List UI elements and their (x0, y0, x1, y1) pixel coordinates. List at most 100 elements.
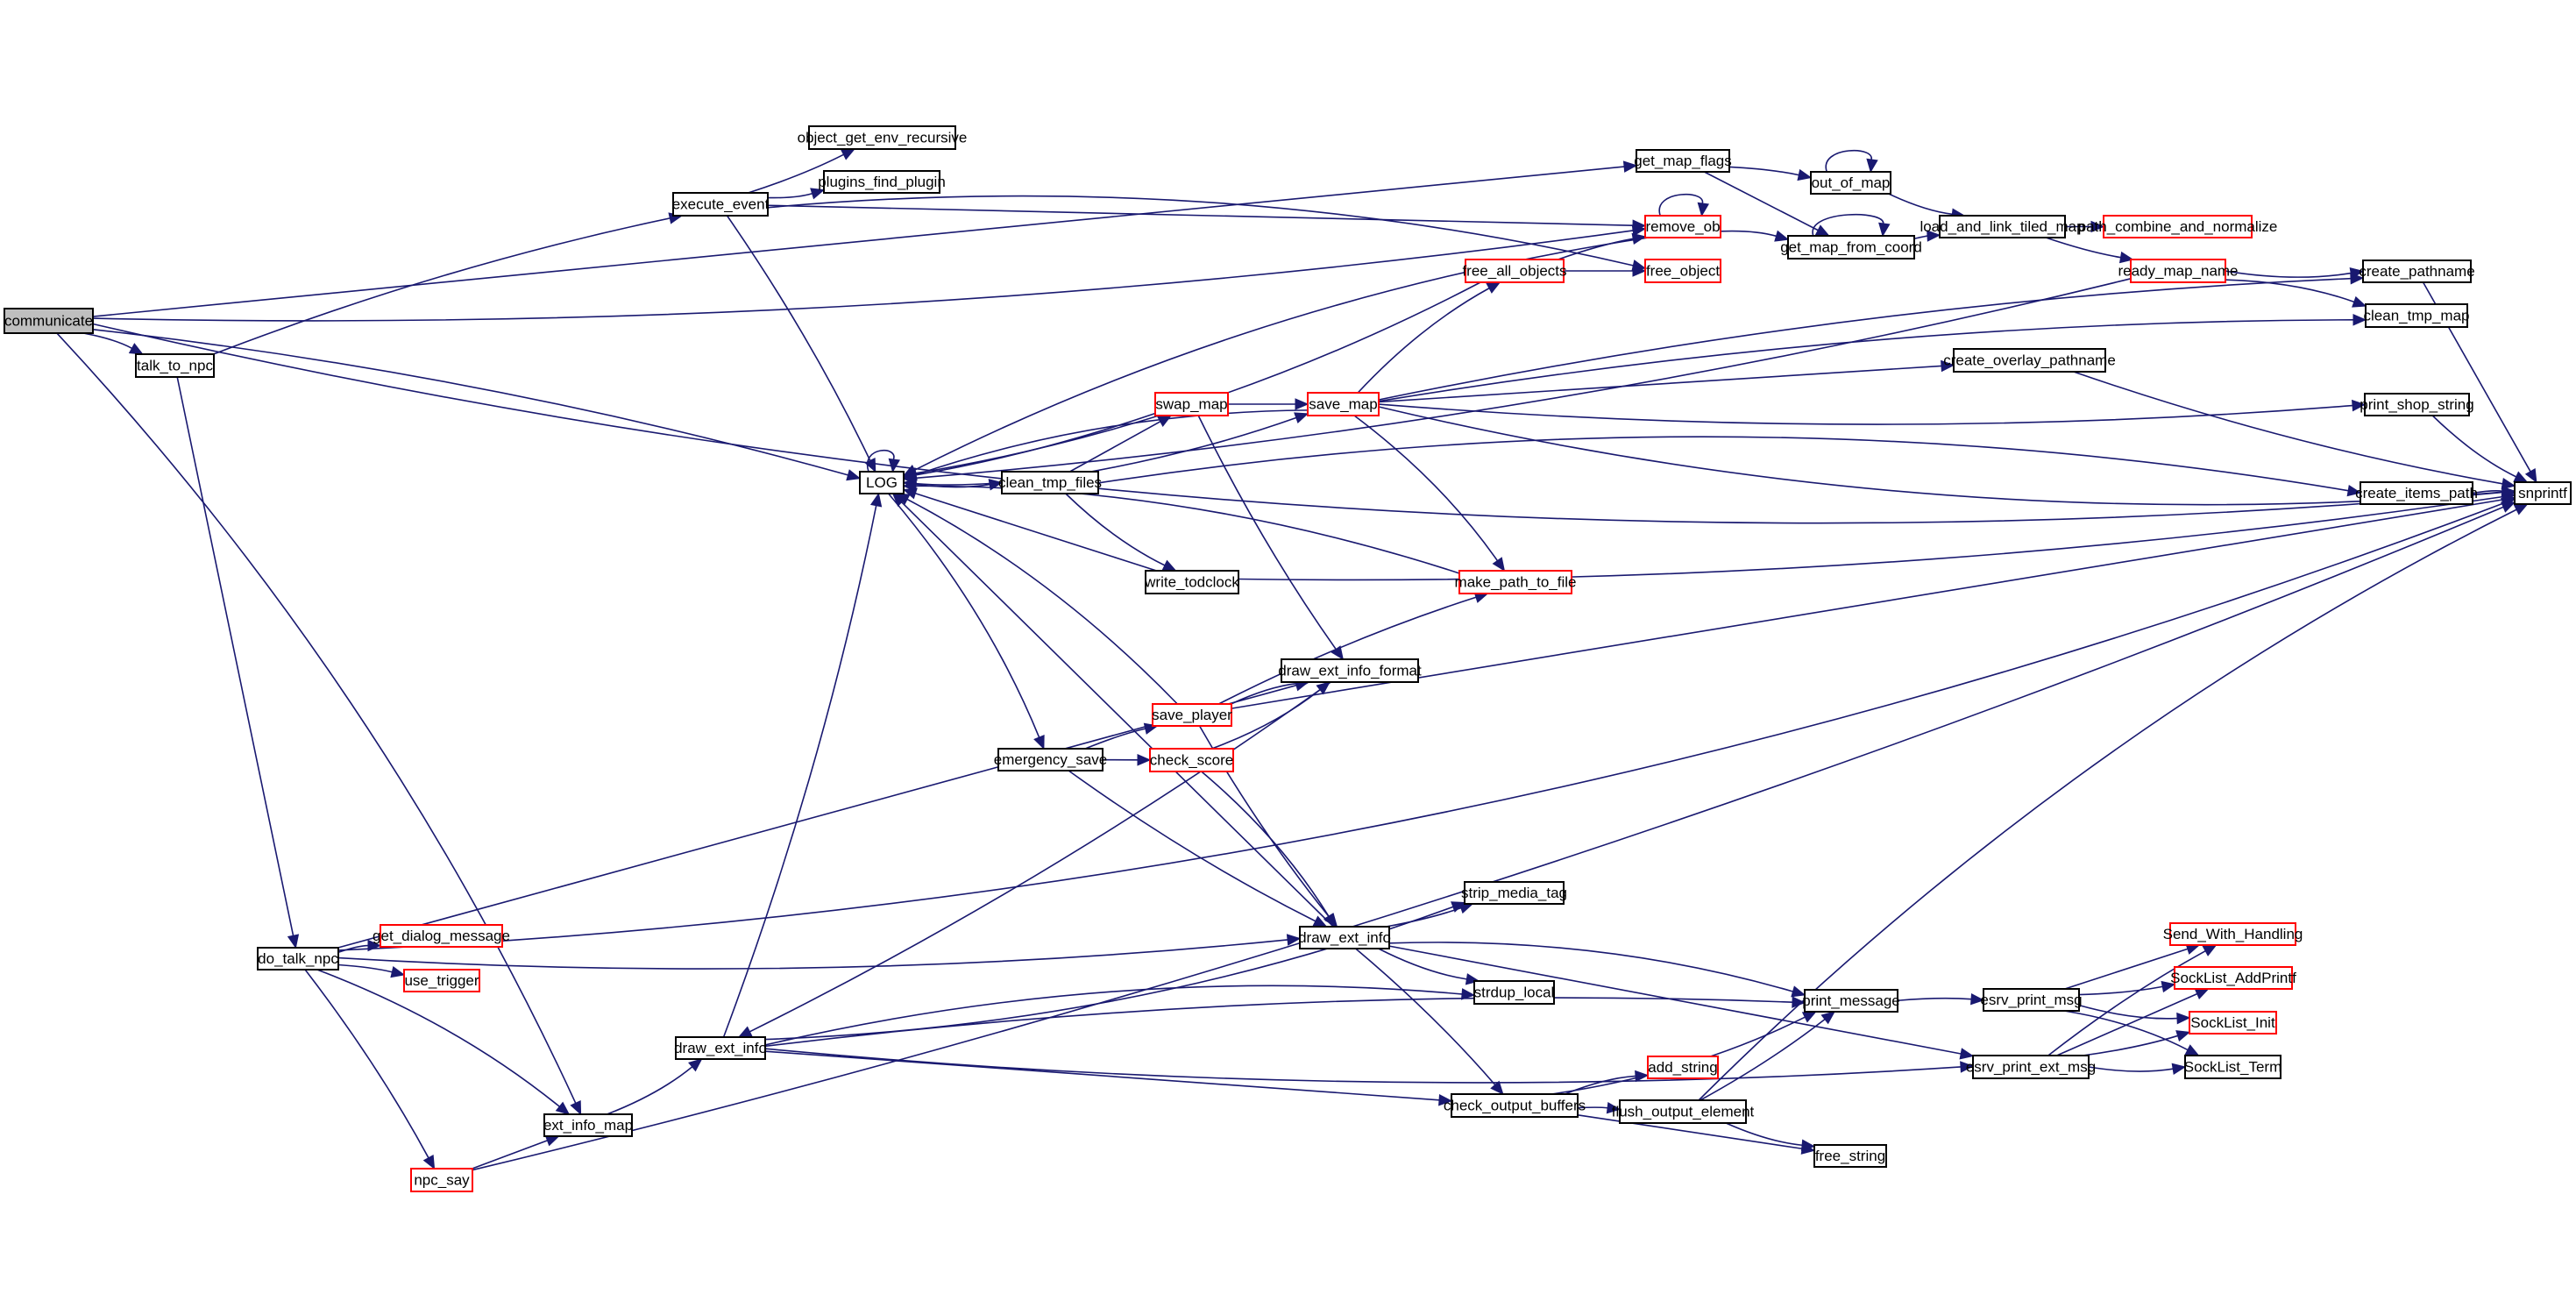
edge-flush_output_element-to-print_message (1700, 1018, 1826, 1101)
node-make-path-to-file[interactable]: make_path_to_file (1455, 570, 1577, 594)
node-remove-ob[interactable]: remove_ob (1644, 215, 1721, 238)
node-print-message[interactable]: print_message (1802, 989, 1900, 1013)
edge-clean_tmp_files-to-create_items_path (1097, 436, 2349, 492)
edges-layer (56, 148, 2537, 1171)
edge-clean_tmp_files-to-swap_map (1069, 421, 1161, 473)
node-clean-tmp-map[interactable]: clean_tmp_map (2364, 303, 2470, 328)
edge-save_player-to-LOG (906, 498, 1178, 705)
node-send-with-handling[interactable]: Send_With_Handling (2163, 922, 2303, 946)
node-swap-map[interactable]: swap_map (1154, 392, 1229, 416)
node-create-items-path[interactable]: create_items_path (2355, 481, 2478, 505)
node-draw-ext-info-format[interactable]: draw_ext_info_format (1278, 658, 1422, 683)
node-label: esrv_print_ext_msg (1966, 1059, 2096, 1076)
node-talk-to-npc[interactable]: talk_to_npc (135, 353, 215, 378)
node-box (543, 1113, 633, 1137)
node-box (1813, 1144, 1887, 1168)
node-strdup-local[interactable]: strdup_local (1473, 980, 1555, 1005)
node-free-string[interactable]: free_string (1813, 1144, 1887, 1168)
edge-draw_ext_info_r-to-LOG (901, 501, 1334, 928)
node-socklist-init[interactable]: SockList_Init (2189, 1011, 2277, 1034)
node-socklist-term[interactable]: SockList_Term (2184, 1055, 2281, 1079)
edge-out_of_map-to-load_and_link_tiled_map (1888, 193, 1953, 216)
edge-get_map_from_coord-to-get_map_from_coord (1812, 213, 1884, 237)
edge-emergency_save-to-save_player (1084, 728, 1146, 750)
node-path-combine-and-normalize[interactable]: path_combine_and_normalize (2078, 215, 2278, 238)
node-do-talk-npc[interactable]: do_talk_npc (257, 947, 339, 970)
node-esrv-print-ext-msg[interactable]: esrv_print_ext_msg (1966, 1055, 2096, 1079)
node-socklist-addprintf[interactable]: SockList_AddPrintf (2170, 966, 2296, 990)
node-ready-map-name[interactable]: ready_map_name (2118, 259, 2239, 283)
edge-emergency_save-to-check_score-arrowhead-icon (1137, 754, 1152, 766)
edge-communicate-to-LOG-arrowhead-icon (846, 469, 862, 481)
node-create-overlay-pathname[interactable]: create_overlay_pathname (1943, 348, 2116, 373)
node-npc-say[interactable]: npc_say (410, 1168, 473, 1192)
node-label: remove_ob (1645, 218, 1720, 235)
edge-get_map_flags-to-out_of_map-arrowhead-icon (1797, 168, 1813, 181)
edge-print_message-to-esrv_print_msg (1897, 997, 1972, 1002)
edge-remove_ob-to-get_map_from_coord (1720, 230, 1777, 238)
edge-draw_ext_info_l-to-print_message (764, 997, 1793, 1048)
node-flush-output-element[interactable]: flush_output_element (1612, 1099, 1755, 1124)
edge-get_map_flags-to-out_of_map (1728, 166, 1799, 176)
node-communicate[interactable]: communicate (4, 308, 94, 334)
node-label: print_message (1802, 992, 1900, 1009)
node-write-todclock[interactable]: write_todclock (1144, 570, 1239, 594)
node-label: clean_tmp_files (998, 474, 1102, 491)
node-label: Send_With_Handling (2163, 926, 2303, 942)
node-box (1983, 988, 2080, 1012)
node-check-score[interactable]: check_score (1149, 748, 1234, 772)
node-free-object[interactable]: free_object (1644, 259, 1721, 283)
node-object-get-env-recursive[interactable]: object_get_env_recursive (798, 125, 968, 150)
edge-remove_ob-to-remove_ob-arrowhead-icon (1697, 202, 1710, 217)
node-check-output-buffers[interactable]: check_output_buffers (1444, 1093, 1586, 1118)
edge-free_all_objects-to-LOG (915, 281, 1481, 474)
node-emergency-save[interactable]: emergency_save (994, 748, 1107, 771)
node-save-player[interactable]: save_player (1152, 703, 1232, 727)
node-plugins-find-plugin[interactable]: plugins_find_plugin (818, 170, 946, 194)
node-label: esrv_print_msg (1980, 992, 2082, 1008)
node-box (675, 1036, 766, 1060)
node-ext-info-map[interactable]: ext_info_map (543, 1113, 633, 1137)
node-get-dialog-message[interactable]: get_dialog_message (373, 924, 510, 948)
node-free-all-objects[interactable]: free_all_objects (1462, 259, 1567, 283)
node-use-trigger[interactable]: use_trigger (403, 969, 480, 992)
edge-do_talk_npc-to-npc_say (304, 969, 429, 1159)
edge-esrv_print_msg-to-SockList_AddPrintf (2078, 985, 2163, 996)
node-label: flush_output_element (1612, 1104, 1755, 1120)
edge-draw_ext_info_r-to-esrv_print_ext_msg (1388, 945, 1962, 1055)
node-box (135, 353, 215, 378)
edge-npc_say-to-ext_info_map (472, 1140, 548, 1170)
edge-esrv_print_msg-to-SockList_Init-arrowhead-icon (2176, 1012, 2191, 1025)
edge-ext_info_map-to-draw_ext_info_l (607, 1066, 693, 1115)
node-log[interactable]: LOG (859, 471, 905, 494)
node-clean-tmp-files[interactable]: clean_tmp_files (998, 471, 1102, 494)
edge-clean_tmp_files-to-save_map-arrowhead-icon (1294, 412, 1309, 424)
node-draw-ext-info-l[interactable]: draw_ext_info (674, 1036, 767, 1060)
node-load-and-link-tiled-map[interactable]: load_and_link_tiled_map (1920, 215, 2085, 238)
node-out-of-map[interactable]: out_of_map (1810, 171, 1891, 195)
node-create-pathname[interactable]: create_pathname (2359, 260, 2475, 283)
edge-save_map-to-make_path_to_file (1353, 415, 1499, 561)
node-box (1647, 1056, 1719, 1079)
node-box (2189, 1011, 2277, 1034)
edge-draw_ext_info_format-to-draw_ext_info_l (749, 681, 1331, 1033)
node-snprintf[interactable]: snprintf (2514, 481, 2572, 505)
edge-esrv_print_ext_msg-to-SockList_AddPrintf (2056, 992, 2198, 1056)
edge-save_player-to-make_path_to_file (1218, 596, 1477, 705)
edge-communicate-to-ext_info_map (56, 332, 577, 1104)
edge-out_of_map-to-out_of_map-arrowhead-icon (1866, 158, 1878, 174)
node-get-map-flags[interactable]: get_map_flags (1634, 149, 1732, 173)
node-execute-event[interactable]: execute_event (672, 192, 770, 217)
node-label: load_and_link_tiled_map (1920, 218, 2084, 235)
edge-execute_event-to-object_get_env_recursive (748, 153, 844, 194)
node-add-string[interactable]: add_string (1647, 1056, 1719, 1079)
node-draw-ext-info-r[interactable]: draw_ext_info (1298, 926, 1391, 949)
node-print-shop-string[interactable]: print_shop_string (2360, 393, 2474, 416)
node-esrv-print-msg[interactable]: esrv_print_msg (1980, 988, 2083, 1012)
node-label: object_get_env_recursive (798, 130, 968, 146)
node-save-map[interactable]: save_map (1307, 392, 1380, 416)
node-box (1804, 989, 1898, 1013)
node-get-map-from-coord[interactable]: get_map_from_coord (1780, 235, 1922, 260)
node-strip-media-tag[interactable]: strip_media_tag (1461, 881, 1567, 905)
node-box (410, 1168, 473, 1192)
